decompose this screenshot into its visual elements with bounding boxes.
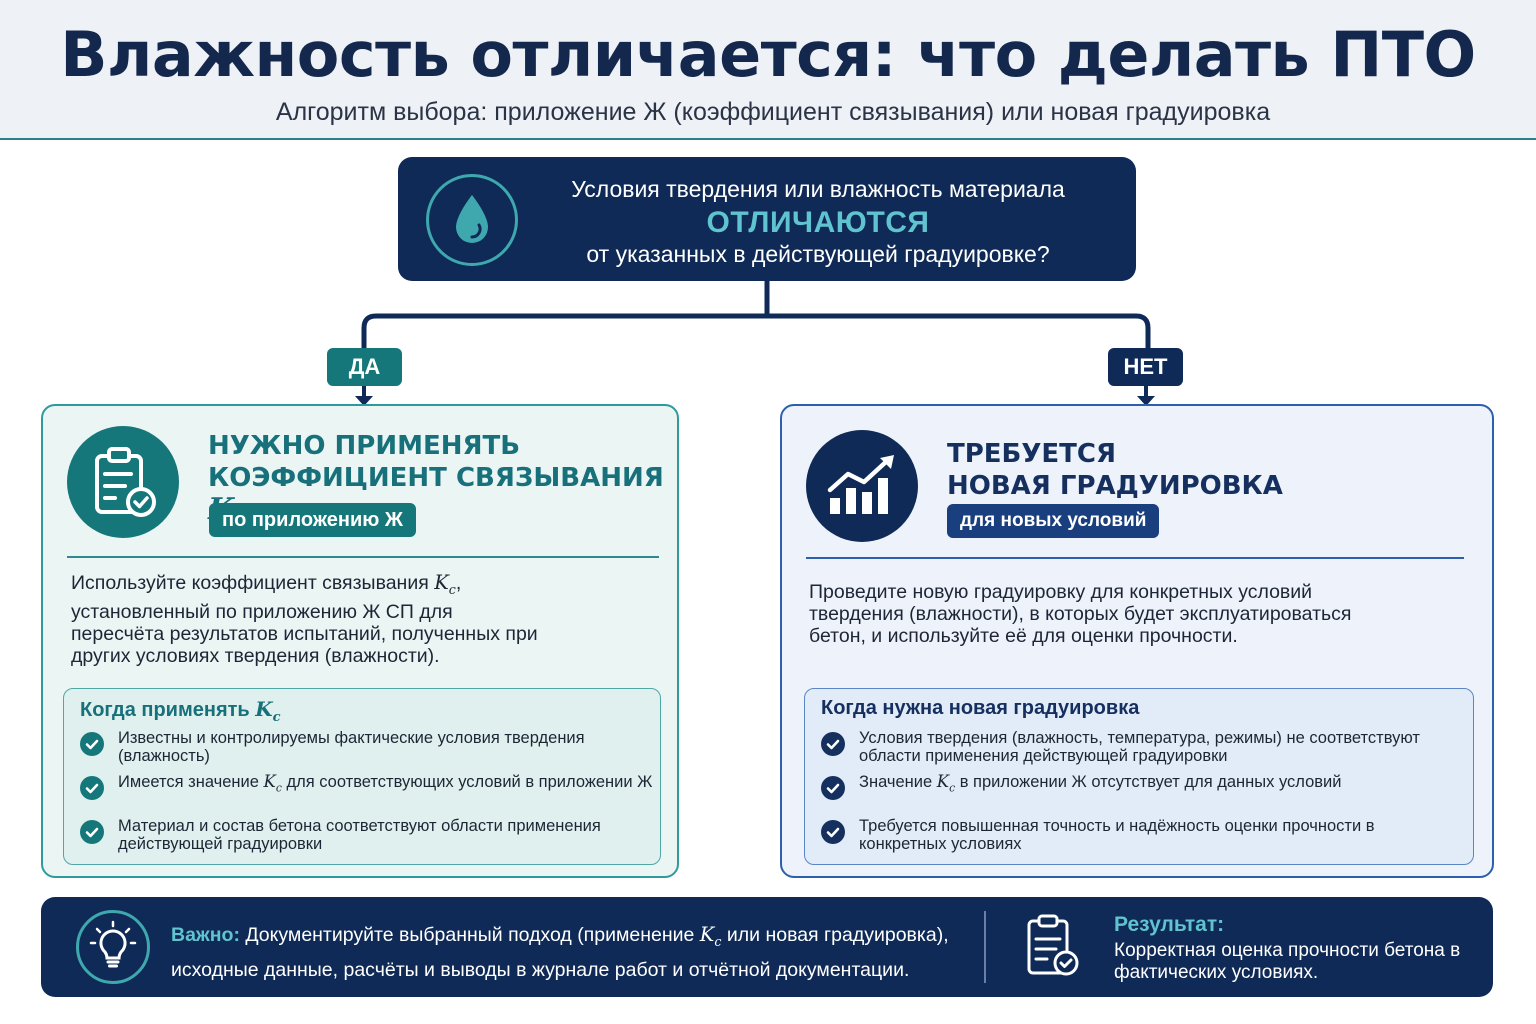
footer-note-bar: Важно: Документируйте выбранный подход (…: [41, 897, 1493, 997]
lightbulb-icon: [76, 910, 150, 984]
no-outcome-card: ТРЕБУЕТСЯ НОВАЯ ГРАДУИРОВКА для новых ус…: [780, 404, 1494, 878]
yes-outcome-card: НУЖНО ПРИМЕНЯТЬ КОЭФФИЦИЕНТ СВЯЗЫВАНИЯ K…: [41, 404, 679, 878]
appendix-badge: по приложению Ж: [209, 503, 416, 537]
yes-card-description: Используйте коэффициент связывания Kc, у…: [71, 571, 538, 667]
result-text: Корректная оценка прочности бетона в фак…: [1114, 940, 1461, 983]
growth-chart-icon: [806, 430, 918, 542]
water-drop-icon: [426, 174, 518, 266]
footer-divider: [984, 911, 986, 983]
no-branch-label: НЕТ: [1108, 348, 1183, 386]
question-line-3: от указанных в действующей градуировке?: [586, 241, 1050, 267]
yes-branch-label: ДА: [327, 348, 402, 386]
page-subtitle: Алгоритм выбора: приложение Ж (коэффицие…: [275, 98, 1271, 126]
check-icon: [80, 820, 104, 844]
question-line-1: Условия твердения или влажность материал…: [571, 176, 1065, 202]
no-arrow-head: [1137, 396, 1155, 406]
decision-question-box: Условия твердения или влажность материал…: [398, 157, 1136, 281]
result-label: Результат:: [1114, 913, 1225, 936]
when-new-calibration-title: Когда нужна новая градуировка: [821, 697, 1140, 719]
no-card-description: Проведите новую градуировку для конкретн…: [809, 581, 1352, 647]
when-to-apply-title: Когда применять Kc: [80, 697, 281, 725]
clipboard-check-icon: [67, 426, 179, 538]
no-card-title: ТРЕБУЕТСЯ НОВАЯ ГРАДУИРОВКА: [947, 439, 1283, 501]
check-icon: [821, 820, 845, 844]
when-new-calibration-box: Когда нужна новая градуировка Условия тв…: [804, 688, 1474, 865]
when-to-apply-box: Когда применять Kc Известны и контролиру…: [63, 688, 661, 865]
header-band: Влажность отличается: что делать ПТО Алг…: [0, 0, 1536, 140]
check-icon: [80, 732, 104, 756]
connector-branch: [361, 313, 1151, 348]
divider: [67, 556, 659, 558]
question-emphasis: ОТЛИЧАЮТСЯ: [706, 206, 930, 239]
check-icon: [821, 776, 845, 800]
important-note: Важно: Документируйте выбранный подход (…: [171, 923, 949, 981]
clipboard-check-icon: [1019, 911, 1089, 983]
check-icon: [821, 732, 845, 756]
new-conditions-badge: для новых условий: [947, 504, 1160, 538]
divider: [806, 557, 1464, 559]
yes-arrow-head: [355, 396, 373, 406]
check-icon: [80, 776, 104, 800]
page-title: Влажность отличается: что делать ПТО: [60, 18, 1476, 91]
